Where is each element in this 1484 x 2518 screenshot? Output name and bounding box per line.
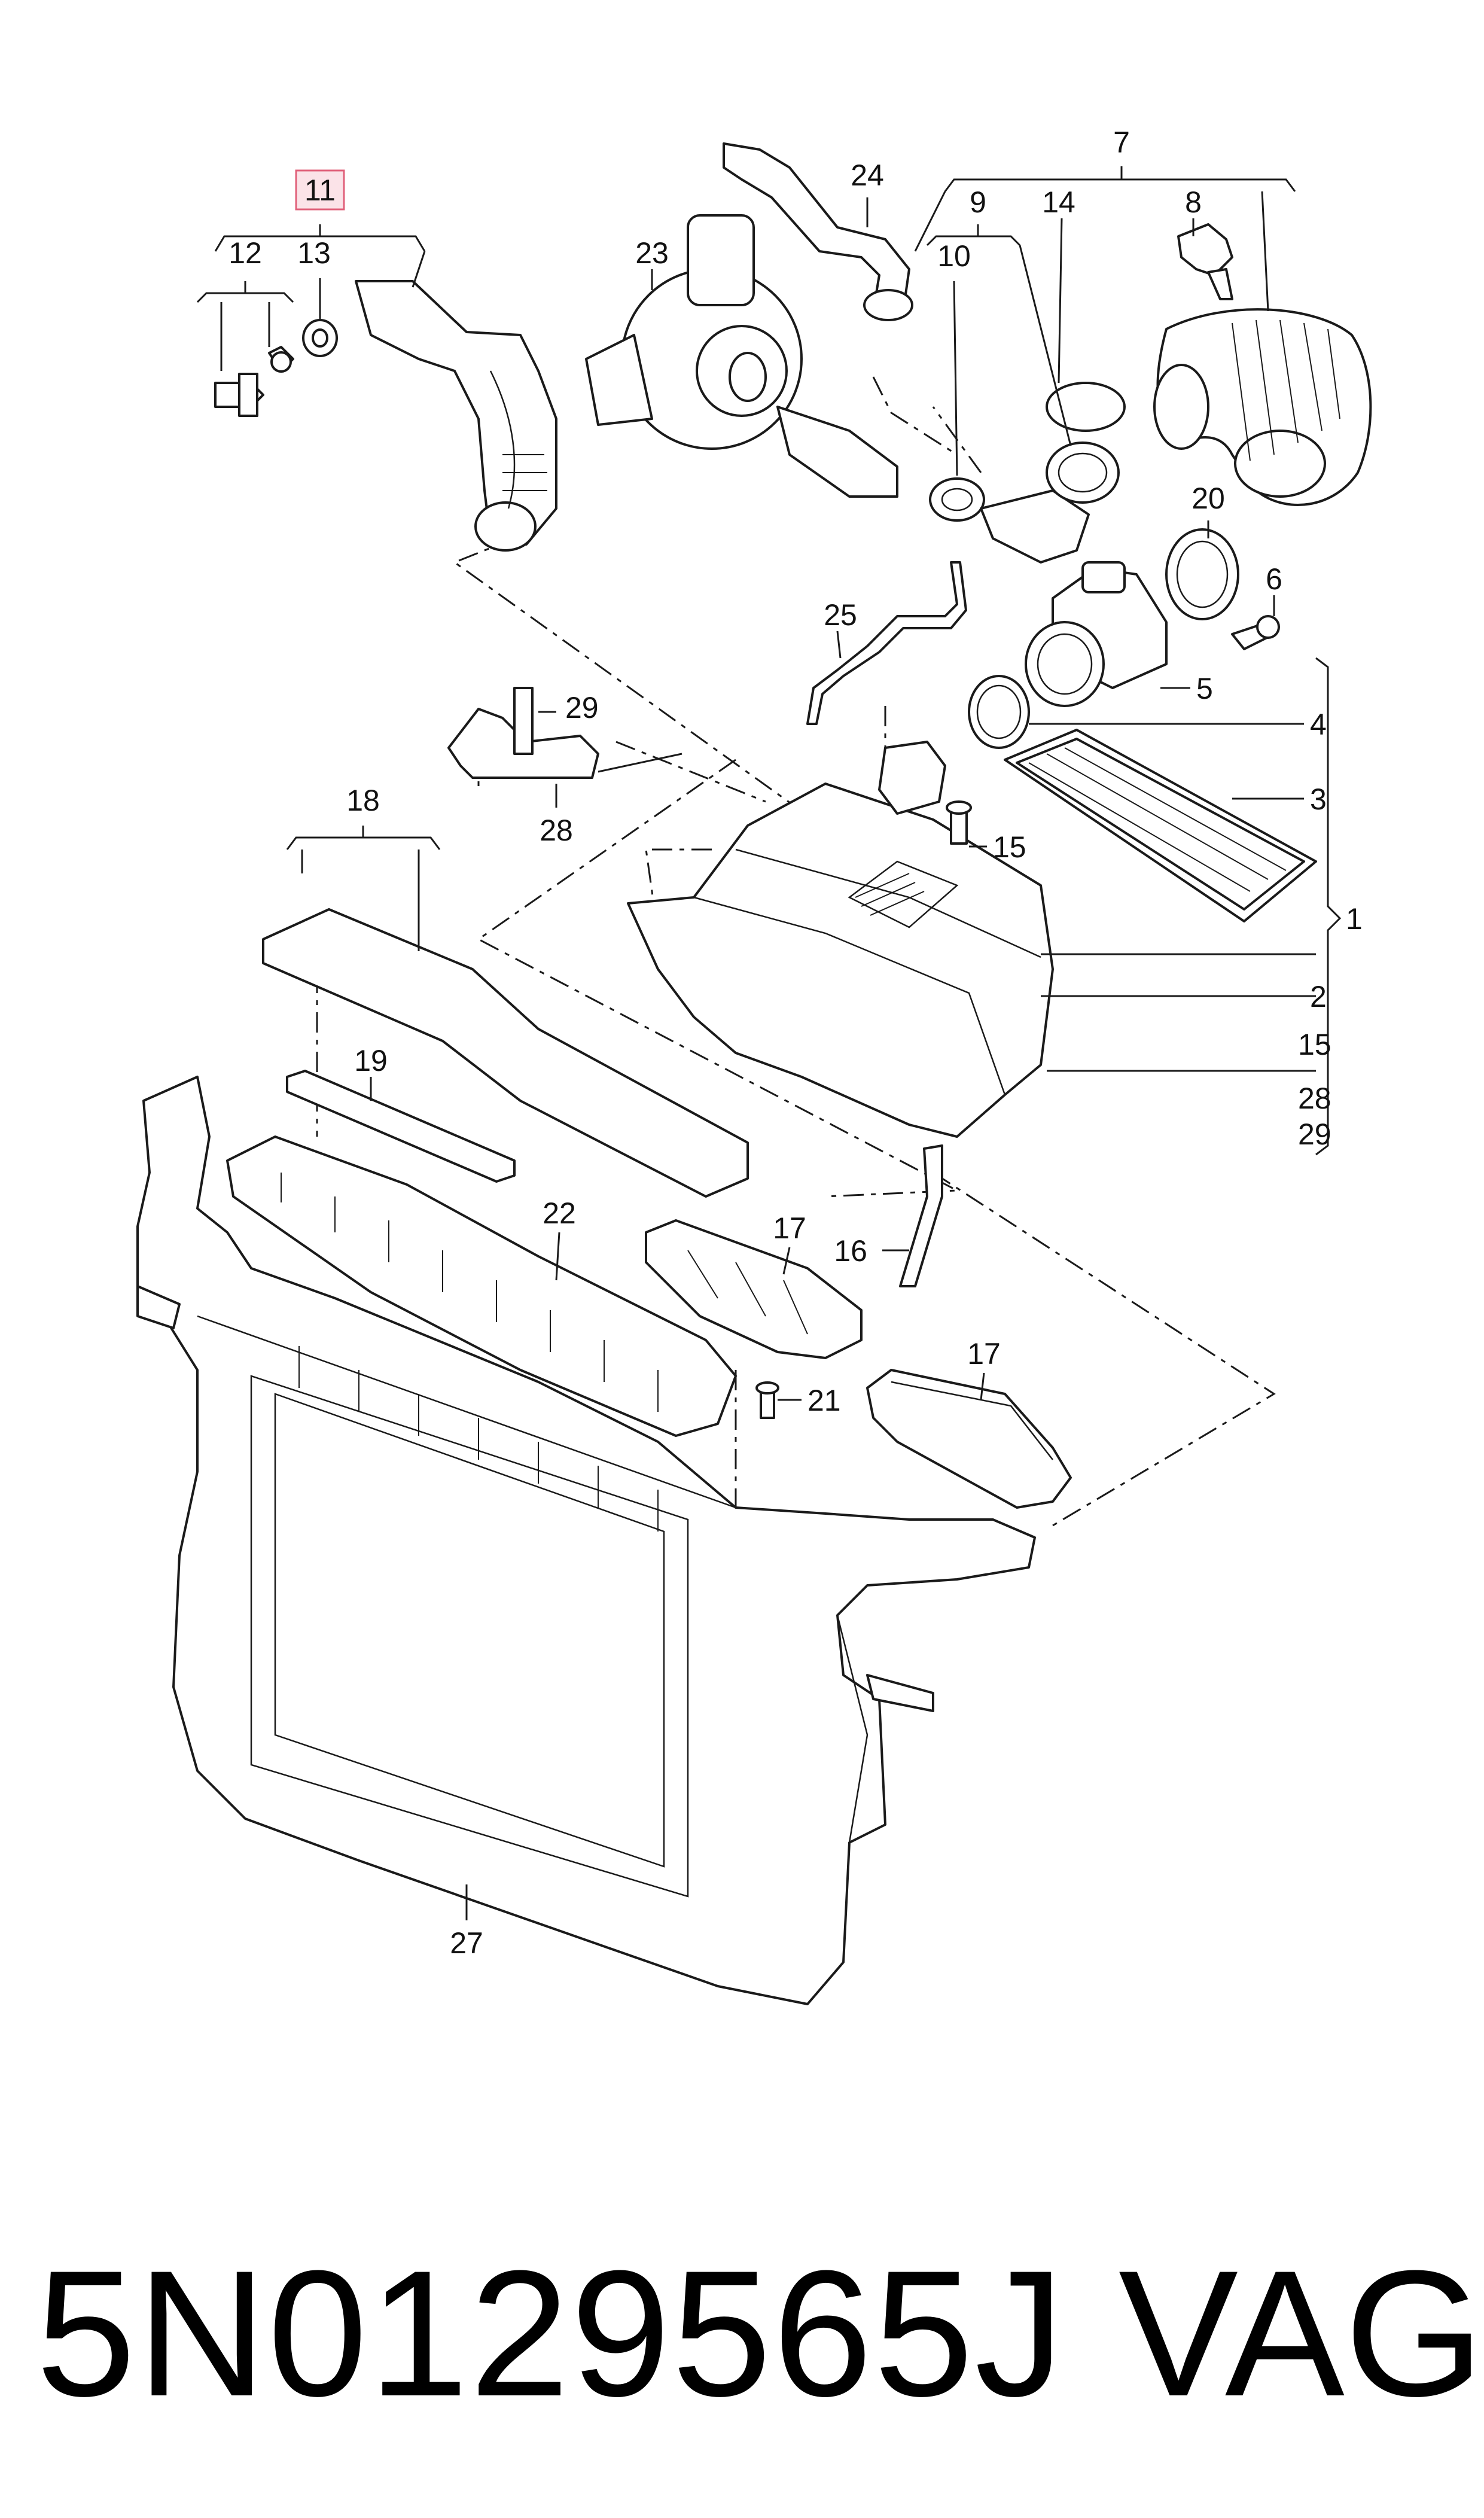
part-intake-hose-7 <box>1153 308 1372 506</box>
callout-29-a[interactable]: 29 <box>565 691 599 724</box>
callout-1[interactable]: 1 <box>1346 902 1363 936</box>
part-air-filter-housing-1 <box>627 741 1054 1138</box>
callout-19[interactable]: 18 <box>346 784 380 817</box>
callout-27[interactable]: 27 <box>450 1926 483 1960</box>
leader-lines <box>196 166 1342 1920</box>
part-hose-26 <box>806 561 967 725</box>
callout-12[interactable]: 12 <box>228 236 262 270</box>
callout-8[interactable]: 8 <box>1185 185 1202 219</box>
part-seal-4 <box>968 675 1030 749</box>
callout-26[interactable]: 25 <box>824 598 857 632</box>
part-trim-19 <box>262 908 749 1198</box>
callout-20[interactable]: 19 <box>354 1044 388 1077</box>
callout-28-a[interactable]: 28 <box>540 814 573 847</box>
callout-16[interactable]: 16 <box>834 1234 867 1268</box>
callout-18[interactable]: 17 <box>773 1211 806 1245</box>
callout-9[interactable]: 9 <box>970 185 986 219</box>
part-air-mass-meter-5 <box>1025 561 1168 707</box>
callout-7[interactable]: 7 <box>1113 126 1130 159</box>
part-air-guide-18 <box>645 1219 863 1359</box>
part-front-panel-27 <box>136 1076 1036 2005</box>
part-intake-hose-11 <box>355 280 557 552</box>
highlight-box-11 <box>295 169 345 211</box>
part-turbocharger-24 <box>585 214 898 498</box>
part-clamp-21 <box>1165 528 1239 620</box>
callout-15-a[interactable]: 15 <box>993 830 1026 864</box>
part-clamps-9-10-14 <box>929 382 1126 564</box>
callout-6[interactable]: 6 <box>1266 562 1282 596</box>
callout-11[interactable]: 11 <box>304 173 336 207</box>
callout-23[interactable]: 22 <box>543 1196 576 1230</box>
part-bolt-12 <box>214 346 294 417</box>
part-air-duct-17 <box>866 1369 1072 1509</box>
part-filter-element-3 <box>1004 729 1317 922</box>
callout-14[interactable]: 14 <box>1042 185 1075 219</box>
part-charge-pipe-25 <box>723 142 913 321</box>
part-sensor-8 <box>1177 223 1233 300</box>
callout-28-b[interactable]: 28 <box>1298 1082 1331 1115</box>
part-air-duct-23 <box>226 1135 737 1437</box>
part-screw-15 <box>946 800 972 845</box>
callout-21[interactable]: 20 <box>1192 482 1225 515</box>
part-drain-hose-16 <box>899 1144 943 1287</box>
callout-5[interactable]: 5 <box>1196 672 1213 705</box>
callout-3[interactable]: 3 <box>1310 783 1327 816</box>
callout-labels: 11 12 13 7 24 9 14 8 10 23 20 6 25 5 29 … <box>228 126 1363 1960</box>
part-screw-6 <box>1231 615 1280 650</box>
callout-17[interactable]: 17 <box>967 1337 1001 1371</box>
part-grommet-13 <box>302 319 338 357</box>
part-seal-strip-20 <box>286 1070 516 1183</box>
callout-4[interactable]: 4 <box>1310 708 1327 741</box>
callout-25[interactable]: 24 <box>851 159 884 192</box>
brand-name: VAG <box>1119 2233 1484 2434</box>
callout-29-b[interactable]: 29 <box>1298 1118 1331 1151</box>
callout-15-b[interactable]: 15 <box>1298 1028 1331 1061</box>
part-number: 5N0129565J <box>36 2233 1066 2434</box>
callout-2[interactable]: 2 <box>1310 980 1327 1013</box>
callout-24[interactable]: 23 <box>635 236 669 270</box>
callout-13[interactable]: 13 <box>297 236 331 270</box>
callout-10[interactable]: 10 <box>937 239 971 273</box>
part-bracket-28 <box>447 687 599 779</box>
part-screw-22 <box>755 1381 779 1419</box>
callout-22[interactable]: 21 <box>807 1384 841 1417</box>
